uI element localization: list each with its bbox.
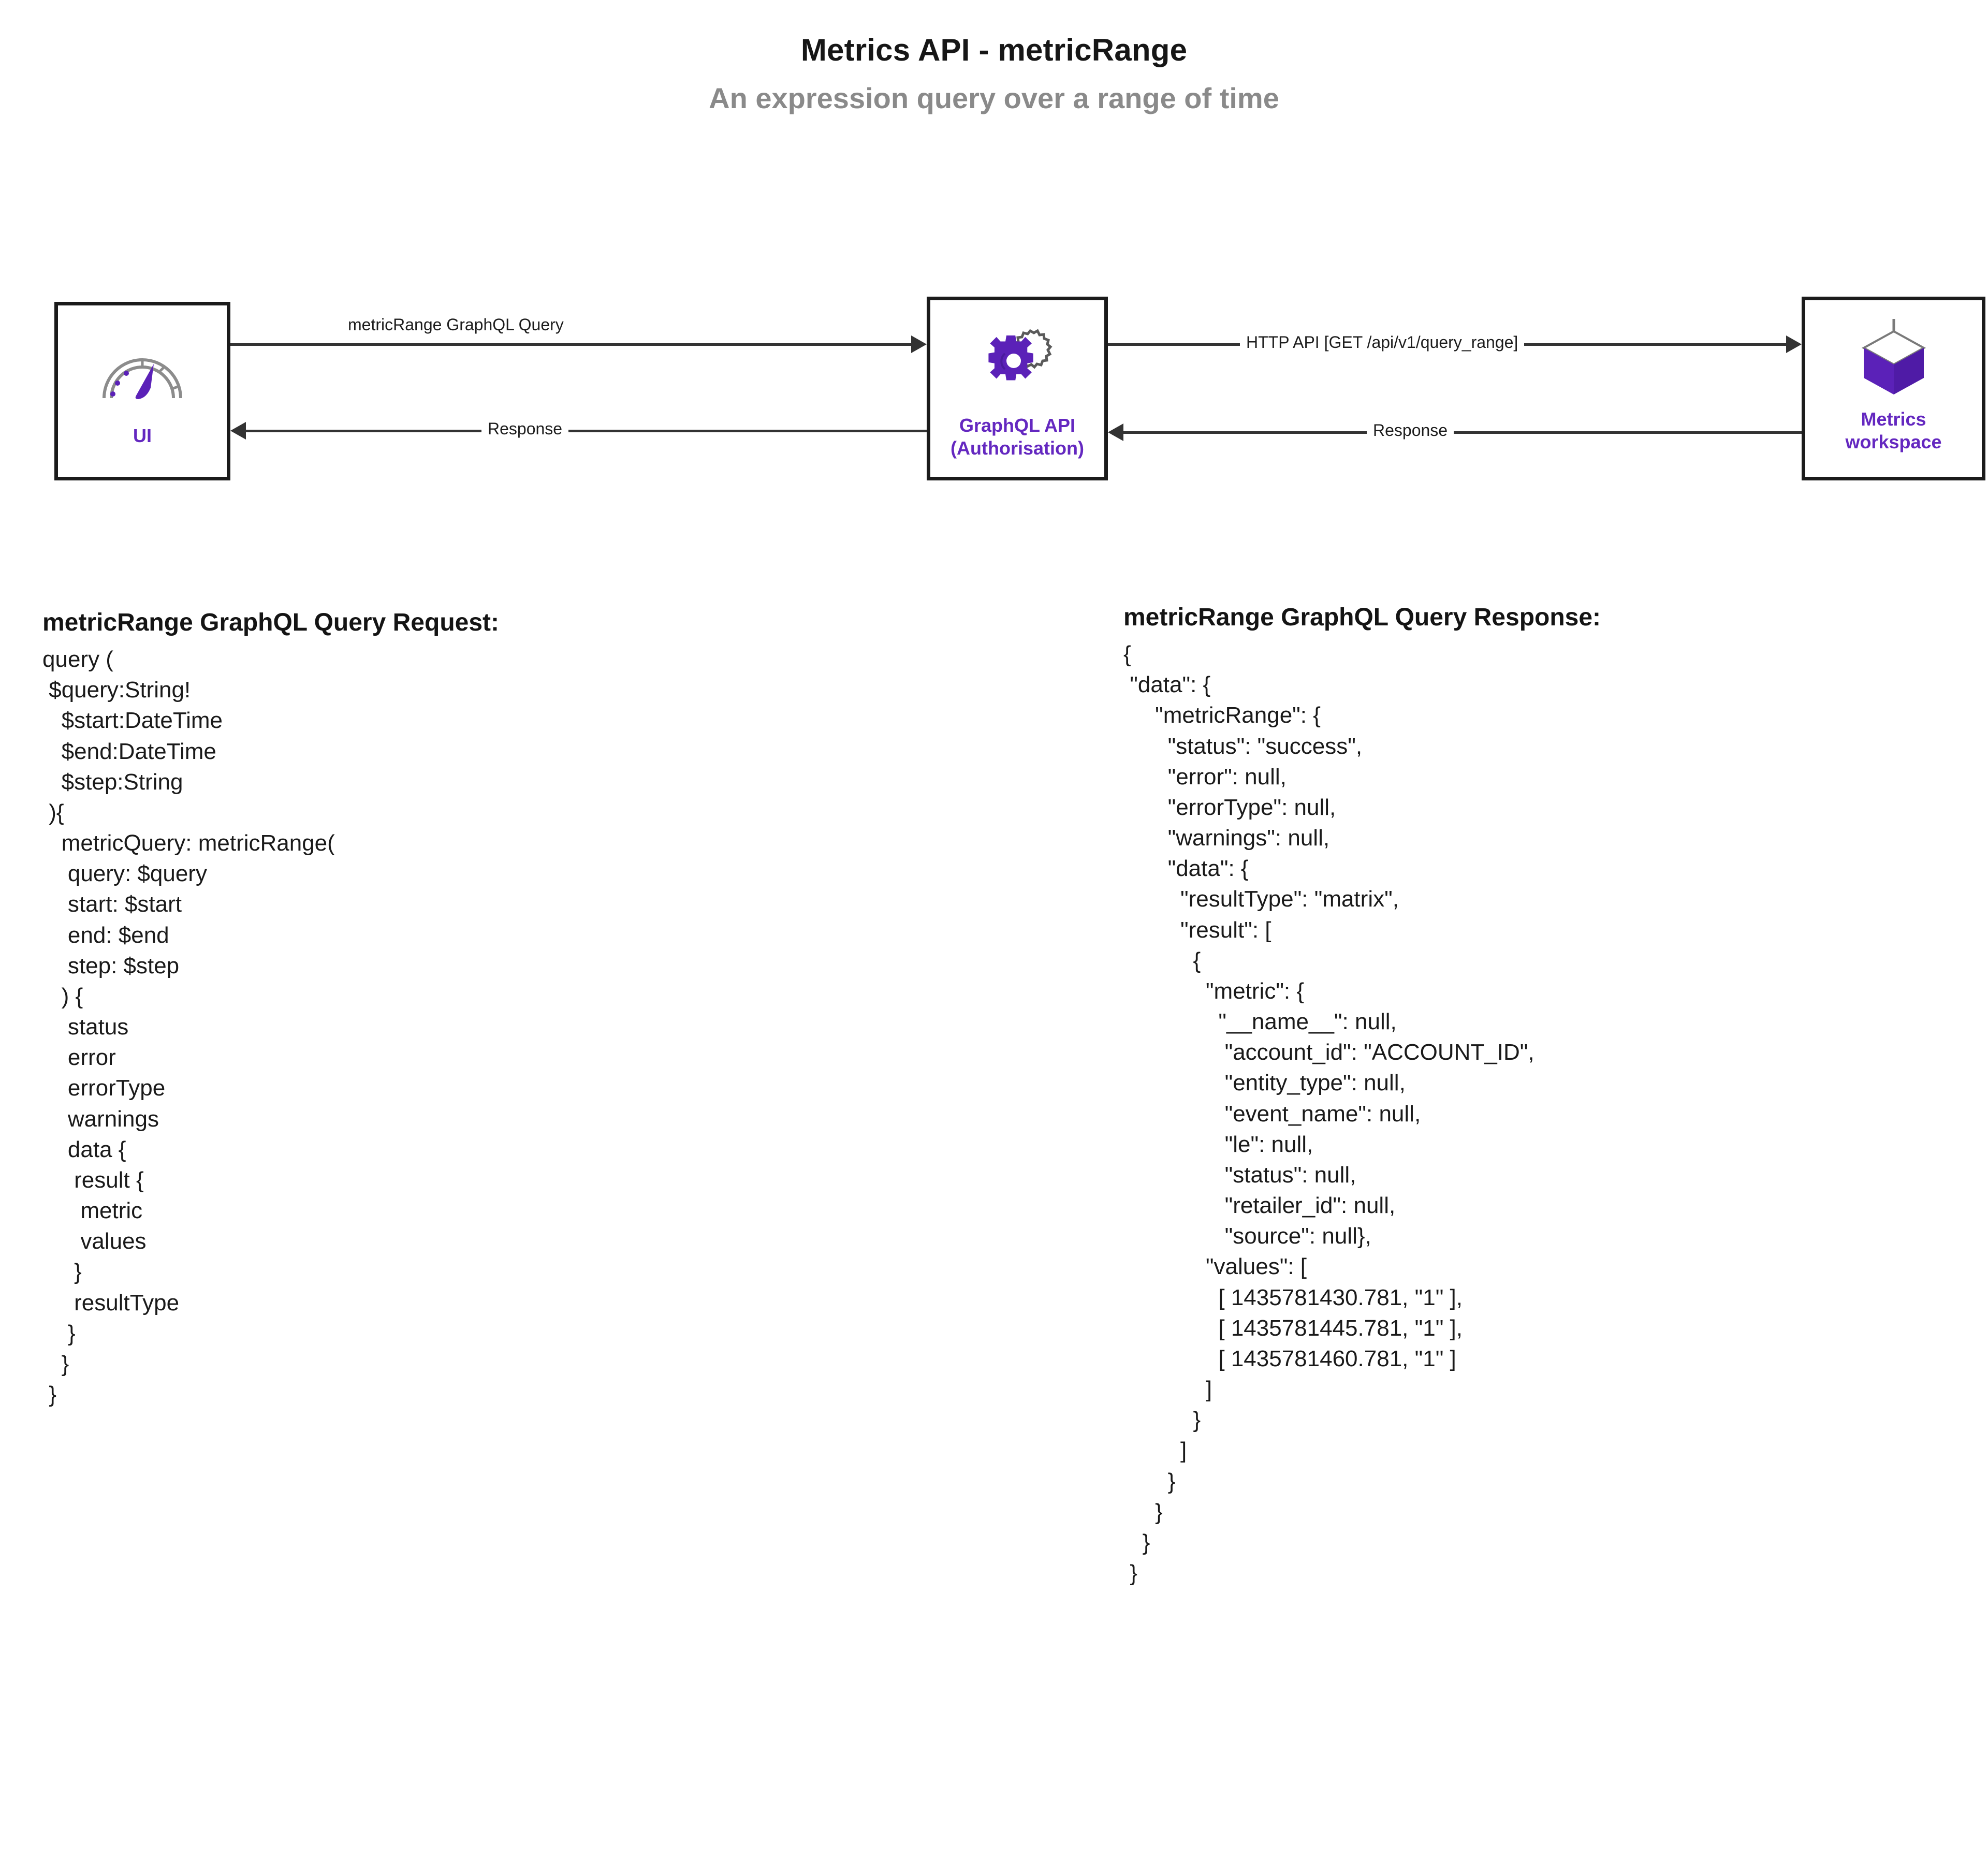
code-line: error (42, 1045, 116, 1071)
code-line: ) { (42, 983, 83, 1009)
arrow-head-left-icon (230, 422, 246, 440)
metrics-workspace-label-line-1: Metrics (1861, 408, 1926, 430)
code-line: [ 1435781445.781, "1" ], (1123, 1315, 1463, 1341)
response-panel-title: metricRange GraphQL Query Response: (1123, 604, 1601, 631)
code-line: "entity_type": null, (1123, 1070, 1406, 1096)
code-line: query: $query (42, 861, 207, 887)
code-line: ] (1123, 1438, 1187, 1464)
arrow-head-right-icon (1786, 335, 1802, 353)
code-line: [ 1435781460.781, "1" ] (1123, 1346, 1456, 1371)
response-panel: metricRange GraphQL Query Response: { "d… (1123, 603, 1962, 1588)
code-line: metricQuery: metricRange( (42, 830, 335, 856)
code-line: $query:String! (42, 677, 191, 703)
code-line: "status": "success", (1123, 733, 1363, 759)
code-line: values (42, 1229, 147, 1254)
code-line: } (1123, 1468, 1176, 1494)
code-line: "metric": { (1123, 978, 1305, 1004)
architecture-diagram: UI GraphQL API (Authorisation) (0, 0, 1988, 549)
code-line: $end:DateTime (42, 738, 216, 764)
code-line: } (42, 1320, 76, 1346)
page-title: Metrics API - metricRange (800, 33, 1188, 67)
code-line: $step:String (42, 769, 183, 795)
code-line: } (1123, 1407, 1201, 1433)
connector-line (1123, 431, 1802, 434)
code-line: "result": [ (1123, 917, 1271, 943)
diagram-node-metrics-workspace[interactable]: Metrics workspace (1802, 297, 1985, 480)
code-line: } (1123, 1529, 1150, 1555)
code-line: "error": null, (1123, 764, 1287, 789)
page-subtitle: An expression query over a range of time (709, 81, 1279, 114)
code-line: metric (42, 1198, 143, 1224)
connector-label-metrics-to-graphql: Response (1367, 422, 1454, 438)
connector-label-ui-to-graphql: metricRange GraphQL Query (342, 316, 570, 333)
code-line: } (1123, 1560, 1137, 1586)
arrow-head-left-icon (1108, 423, 1123, 441)
diagram-node-metrics-workspace-label: Metrics workspace (1842, 408, 1945, 454)
diagram-node-graphql-api-label: GraphQL API (Authorisation) (947, 414, 1087, 460)
connector-line (246, 430, 927, 432)
code-line: end: $end (42, 922, 169, 948)
code-line: "warnings": null, (1123, 825, 1330, 851)
code-line: } (42, 1351, 69, 1377)
code-line: resultType (42, 1290, 180, 1315)
code-line: "retailer_id": null, (1123, 1193, 1396, 1219)
connector-label-graphql-to-ui: Response (481, 420, 569, 437)
request-panel: metricRange GraphQL Query Request: query… (42, 608, 1078, 1410)
code-line: [ 1435781430.781, "1" ], (1123, 1284, 1463, 1310)
request-panel-title: metricRange GraphQL Query Request: (42, 609, 499, 636)
code-line: "account_id": "ACCOUNT_ID", (1123, 1040, 1534, 1065)
code-line: "source": null}, (1123, 1223, 1371, 1249)
code-line: } (1123, 1499, 1163, 1525)
page-header: Metrics API - metricRange An expression … (0, 32, 1988, 115)
code-line: status (42, 1014, 129, 1040)
response-code-block: { "data": { "metricRange": { "status": "… (1123, 639, 1962, 1588)
diagram-node-ui-label: UI (133, 425, 152, 446)
request-code-block: query ( $query:String! $start:DateTime $… (42, 644, 1078, 1410)
code-line: "data": { (1123, 856, 1249, 882)
cube-ingest-icon (1858, 316, 1930, 399)
connector-line (230, 343, 911, 346)
code-line: errorType (42, 1075, 166, 1101)
code-line: ] (1123, 1377, 1212, 1402)
code-line: data { (42, 1136, 126, 1162)
graphql-api-label-line-1: GraphQL API (959, 415, 1076, 436)
diagram-node-graphql-api[interactable]: GraphQL API (Authorisation) (927, 297, 1108, 480)
code-line: "values": [ (1123, 1254, 1307, 1280)
metrics-workspace-label-line-2: workspace (1845, 431, 1942, 452)
code-line: "le": null, (1123, 1131, 1313, 1157)
code-line: query ( (42, 647, 113, 672)
code-line: { (1123, 641, 1131, 667)
code-line: start: $start (42, 891, 182, 917)
arrow-head-right-icon (911, 335, 927, 353)
code-line: } (42, 1259, 82, 1285)
code-line: "metricRange": { (1123, 703, 1321, 728)
code-line: result { (42, 1167, 144, 1193)
code-line: step: $step (42, 953, 180, 978)
gauge-icon (96, 332, 189, 415)
code-line: "event_name": null, (1123, 1101, 1421, 1127)
diagram-node-ui[interactable]: UI (54, 302, 230, 480)
code-line: { (1123, 947, 1201, 973)
connector-label-graphql-to-metrics: HTTP API [GET /api/v1/query_range] (1240, 334, 1525, 350)
code-line: ){ (42, 799, 64, 825)
code-line: "status": null, (1123, 1162, 1356, 1188)
graphql-api-label-line-2: (Authorisation) (951, 437, 1084, 459)
code-line: } (42, 1382, 56, 1408)
code-line: $start:DateTime (42, 708, 223, 734)
gears-icon (976, 322, 1059, 405)
code-line: "data": { (1123, 672, 1211, 698)
code-line: "errorType": null, (1123, 794, 1336, 820)
code-line: warnings (42, 1106, 159, 1132)
code-line: "resultType": "matrix", (1123, 886, 1399, 912)
code-line: "__name__": null, (1123, 1009, 1397, 1035)
